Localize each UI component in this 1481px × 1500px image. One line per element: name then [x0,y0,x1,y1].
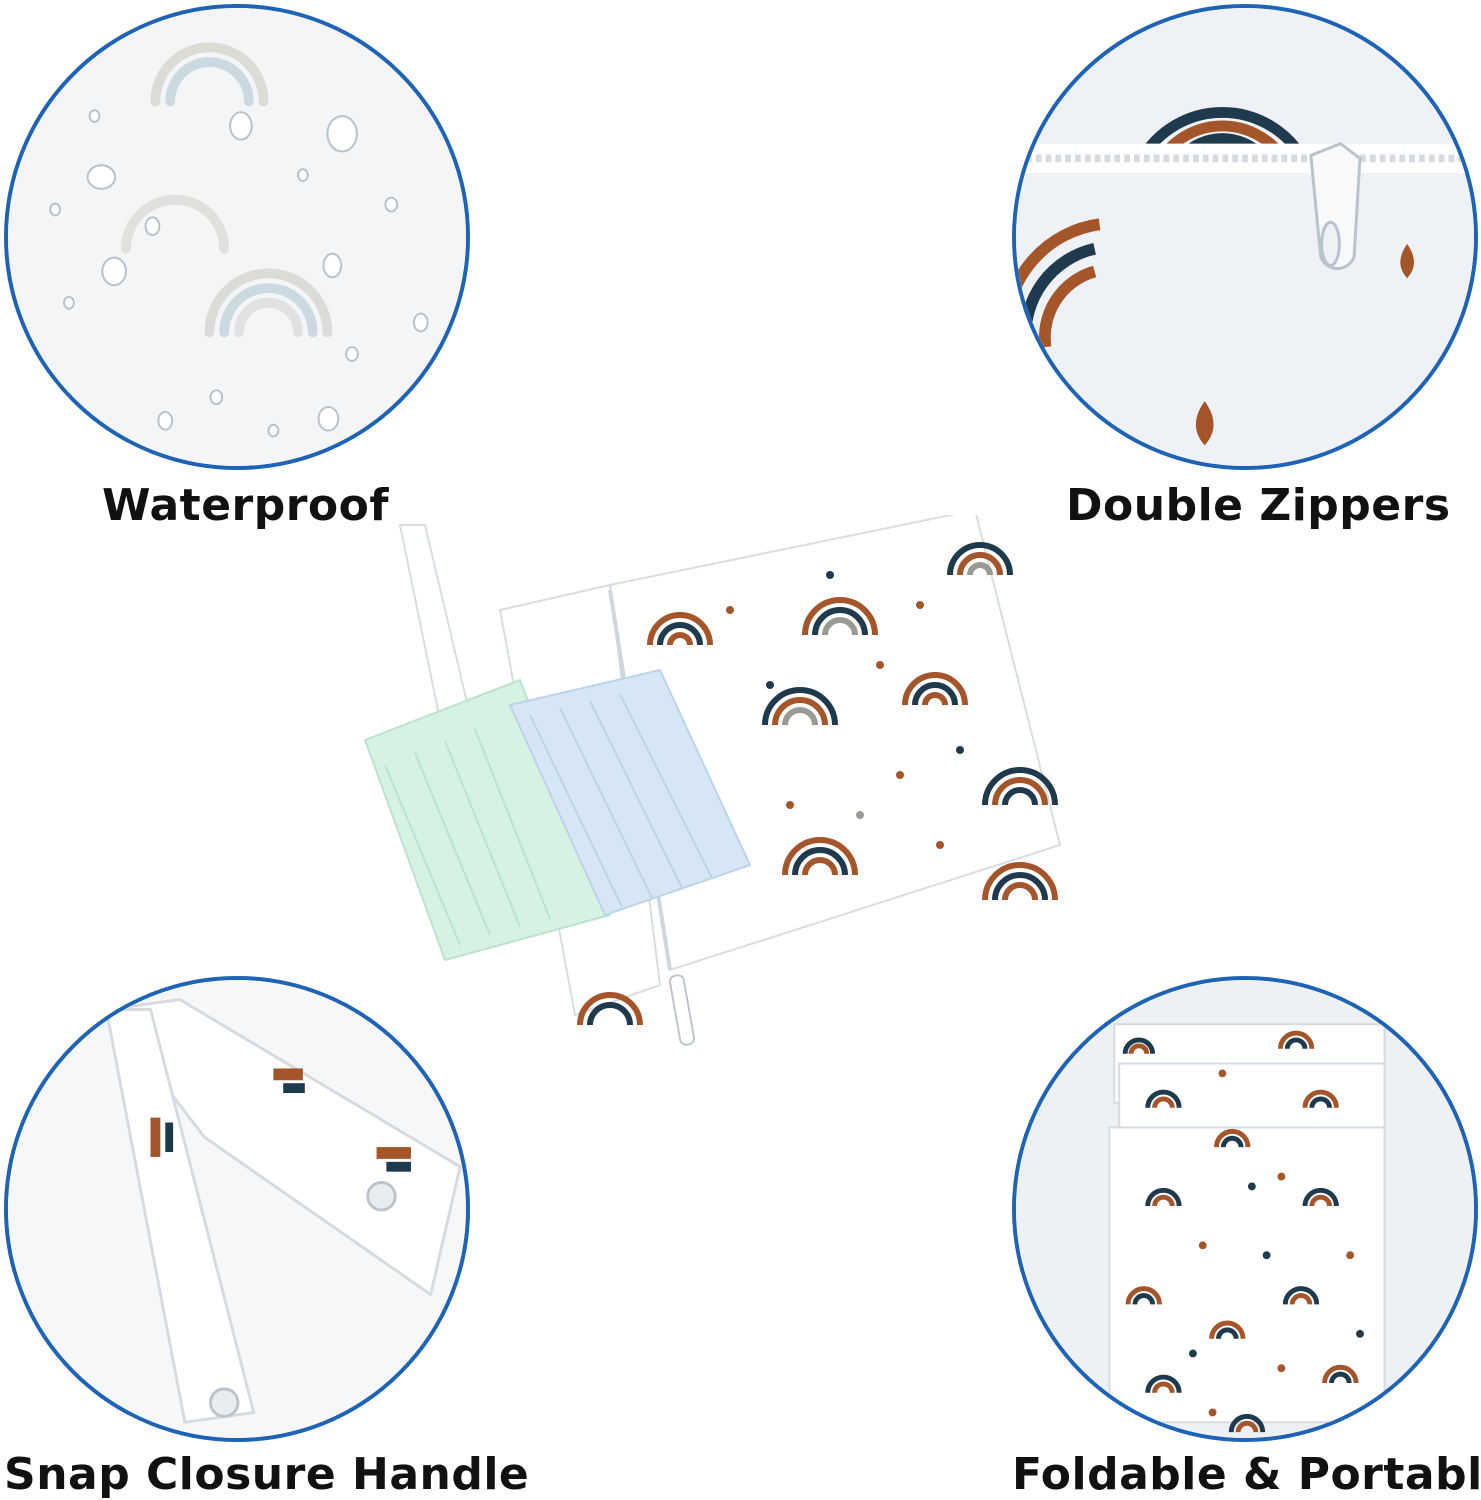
water-drops-icon [8,8,466,466]
wet-bag-illustration [363,515,1062,1046]
waterproof-detail-circle [4,4,470,470]
wet-bag-product [360,515,1100,1075]
folded-bag-icon [1016,980,1474,1438]
foldable-portable-caption: Foldable & Portable [1012,1449,1481,1500]
double-zippers-caption: Double Zippers [1066,480,1451,531]
zipper-icon [1016,8,1474,466]
snap-handle-detail-circle [4,976,470,1442]
zipper-detail-circle [1012,4,1478,470]
waterproof-caption: Waterproof [102,480,390,531]
foldable-detail-circle [1012,976,1478,1442]
snap-handle-icon [8,980,466,1438]
snap-closure-handle-caption: Snap Closure Handle [4,1449,530,1500]
